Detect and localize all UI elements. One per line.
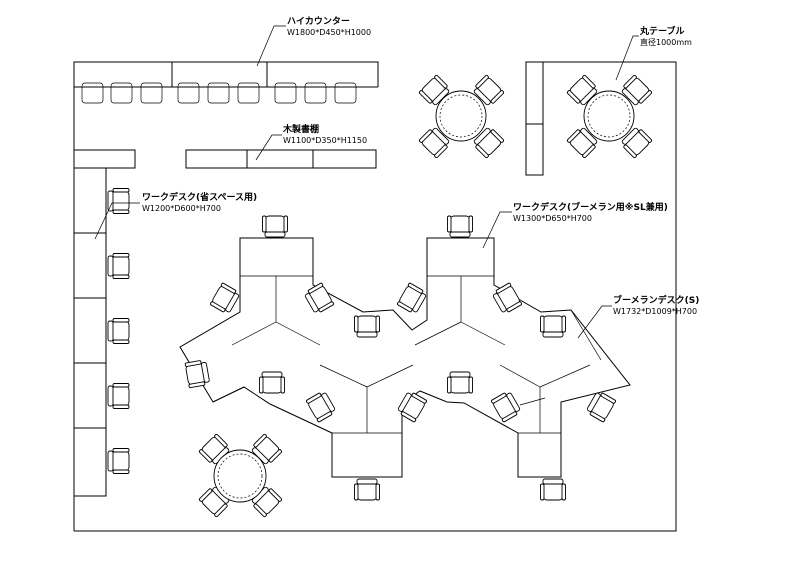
room-outline (73, 61, 677, 532)
work-desk-compact-size: W1200*D600*H700 (142, 204, 221, 213)
boomerang-desk-cluster (179, 237, 631, 478)
label-boomerang-desk: ブーメランデスク(S) W1732*D1009*H700 (613, 294, 699, 316)
boomerang-desk-name: ブーメランデスク(S) (613, 294, 699, 306)
label-round-table: 丸テーブル 直径1000mm (639, 25, 692, 47)
compact-desks (74, 167, 107, 497)
left-chairs (107, 188, 130, 474)
round-table-size: 直径1000mm (640, 37, 692, 47)
work-desk-boomerang-size: W1300*D650*H700 (513, 214, 592, 223)
label-bookshelf: 木製書棚 W1100*D350*H1150 (282, 123, 367, 145)
work-desk-boomerang-name: ワークデスク(ブーメラン用※SL兼用) (513, 201, 668, 213)
label-high-counter: ハイカウンター W1800*D450*H1000 (287, 15, 371, 37)
label-work-desk-boomerang: ワークデスク(ブーメラン用※SL兼用) W1300*D650*H700 (513, 201, 668, 223)
high-counter-size: W1800*D450*H1000 (287, 28, 371, 37)
high-counter-name: ハイカウンター (287, 15, 350, 27)
round-table-name: 丸テーブル (639, 25, 684, 37)
counter-stools (81, 82, 357, 104)
work-desk-compact-name: ワークデスク(省スペース用) (142, 191, 257, 203)
boomerang-desk-size: W1732*D1009*H700 (613, 307, 697, 316)
bookshelf-size: W1100*D350*H1150 (283, 136, 367, 145)
label-work-desk-compact: ワークデスク(省スペース用) W1200*D600*H700 (142, 191, 257, 213)
round-table-2 (566, 74, 653, 159)
round-table-3 (198, 433, 283, 518)
partition (525, 61, 544, 176)
round-table-1 (418, 74, 505, 159)
bookshelf-name: 木製書棚 (282, 123, 319, 135)
bookshelf (73, 149, 377, 169)
leader-lines (94, 25, 639, 339)
